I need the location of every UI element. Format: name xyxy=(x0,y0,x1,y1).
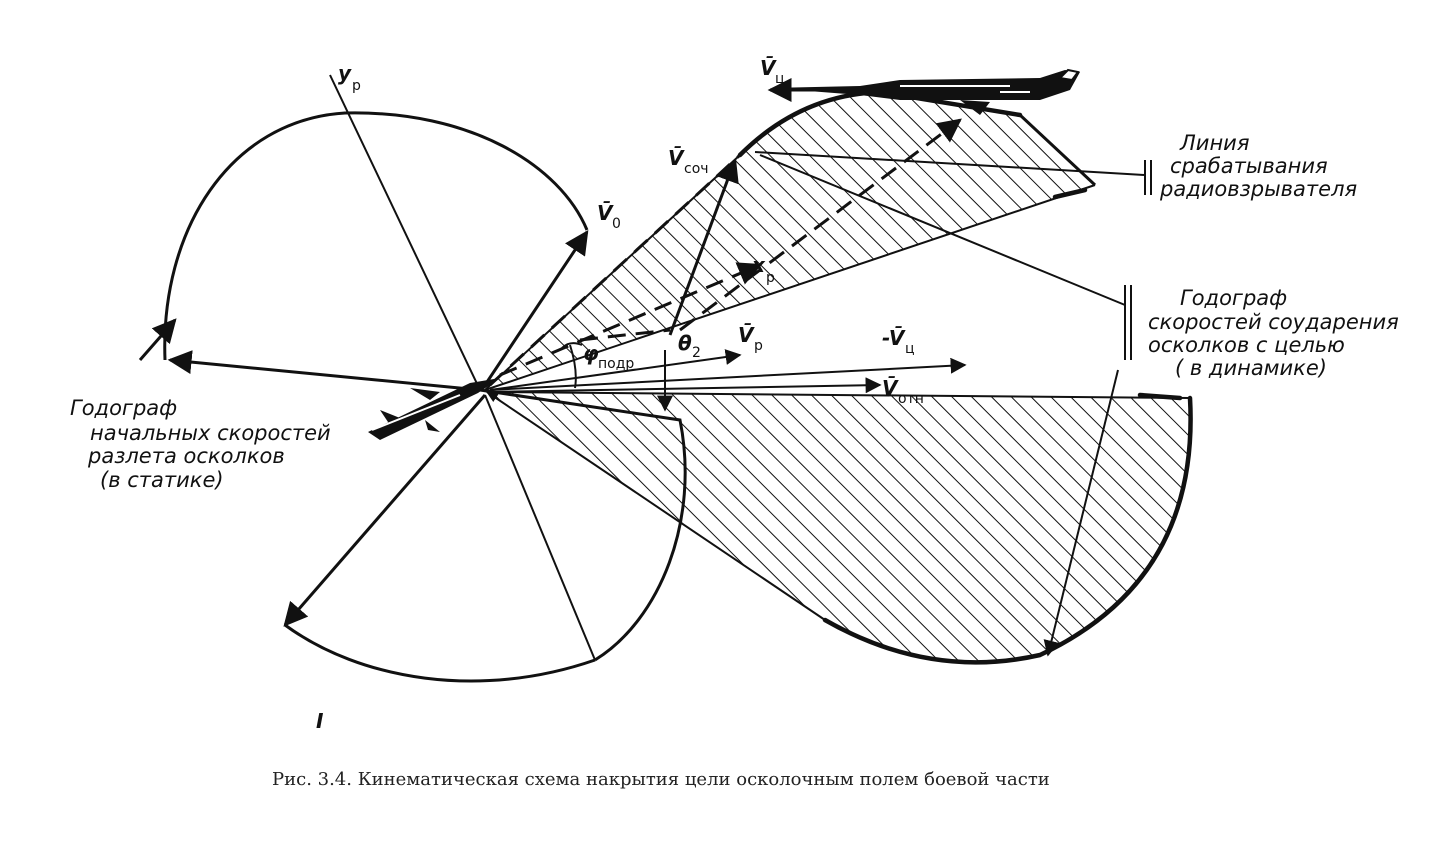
svg-text:V̄: V̄ xyxy=(668,146,685,170)
svg-text:V̄: V̄ xyxy=(882,376,899,400)
svg-text:x: x xyxy=(751,253,766,277)
svg-text:ц: ц xyxy=(775,71,785,87)
svg-text:соч: соч xyxy=(684,161,709,177)
axis-y-label: y p xyxy=(338,61,361,94)
svg-text:ц: ц xyxy=(905,341,915,357)
static-hodograph-label: Годограф начальных скоростей разлета оск… xyxy=(70,396,331,492)
rocket-icon xyxy=(368,378,500,440)
svg-text:скоростей соударения: скоростей соударения xyxy=(1148,310,1399,334)
svg-text:p: p xyxy=(766,270,775,286)
svg-text:y: y xyxy=(338,61,352,85)
aircraft-icon xyxy=(770,68,1080,115)
neg-v-target-label: -V̄ ц xyxy=(882,326,915,357)
svg-text:V̄: V̄ xyxy=(760,56,777,80)
svg-text:срабатывания: срабатывания xyxy=(1170,154,1328,178)
v-relative-label: V̄ отн xyxy=(882,376,924,407)
svg-text:-V̄: -V̄ xyxy=(882,326,906,350)
v-collision-label: V̄ соч xyxy=(668,146,709,177)
svg-text:Годограф: Годограф xyxy=(70,396,177,420)
svg-text:отн: отн xyxy=(898,391,924,407)
v0-label: V̄ 0 xyxy=(597,201,621,232)
v-target-label: V̄ ц xyxy=(760,56,785,87)
svg-text:0: 0 xyxy=(612,216,621,232)
svg-text:V̄: V̄ xyxy=(597,201,614,225)
svg-text:V̄: V̄ xyxy=(738,323,755,347)
svg-text:θ: θ xyxy=(678,331,692,355)
svg-text:начальных скоростей: начальных скоростей xyxy=(90,421,331,445)
phi-label: φ подр xyxy=(583,341,634,372)
dynamic-hodograph-label: Годограф скоростей соударения осколков с… xyxy=(1148,286,1399,380)
svg-text:(в статике): (в статике) xyxy=(100,468,224,492)
v-rocket-label: V̄ р xyxy=(738,323,763,354)
svg-text:p: p xyxy=(352,78,361,94)
vectors xyxy=(488,78,967,412)
dynamic-hodograph-lower-region xyxy=(486,391,1193,665)
theta-label: θ 2 xyxy=(678,331,701,361)
svg-text:Рис. 3.4. Кинематическая схема: Рис. 3.4. Кинематическая схема накрытия … xyxy=(272,769,1050,790)
svg-text:подр: подр xyxy=(598,356,634,372)
svg-text:( в динамике): ( в динамике) xyxy=(1175,356,1327,380)
svg-text:разлета осколков: разлета осколков xyxy=(87,444,285,468)
svg-text:I: I xyxy=(316,709,324,733)
svg-text:Линия: Линия xyxy=(1179,131,1249,155)
svg-text:Годограф: Годограф xyxy=(1180,286,1287,310)
fuse-line-label: Линия срабатывания радиовзрывателя xyxy=(1159,131,1357,201)
axis-x-label: x p xyxy=(751,253,775,286)
dynamic-hodograph-upper-region xyxy=(484,89,1097,391)
svg-text:φ: φ xyxy=(583,341,599,365)
svg-text:2: 2 xyxy=(692,345,701,361)
stray-mark: I xyxy=(316,709,324,733)
svg-text:радиовзрывателя: радиовзрывателя xyxy=(1159,177,1357,201)
svg-text:осколков с целью: осколков с целью xyxy=(1148,333,1345,357)
svg-text:р: р xyxy=(754,338,763,354)
static-hodograph xyxy=(138,74,687,683)
leader-lines xyxy=(754,151,1152,657)
figure-caption: Рис. 3.4. Кинематическая схема накрытия … xyxy=(272,769,1050,790)
